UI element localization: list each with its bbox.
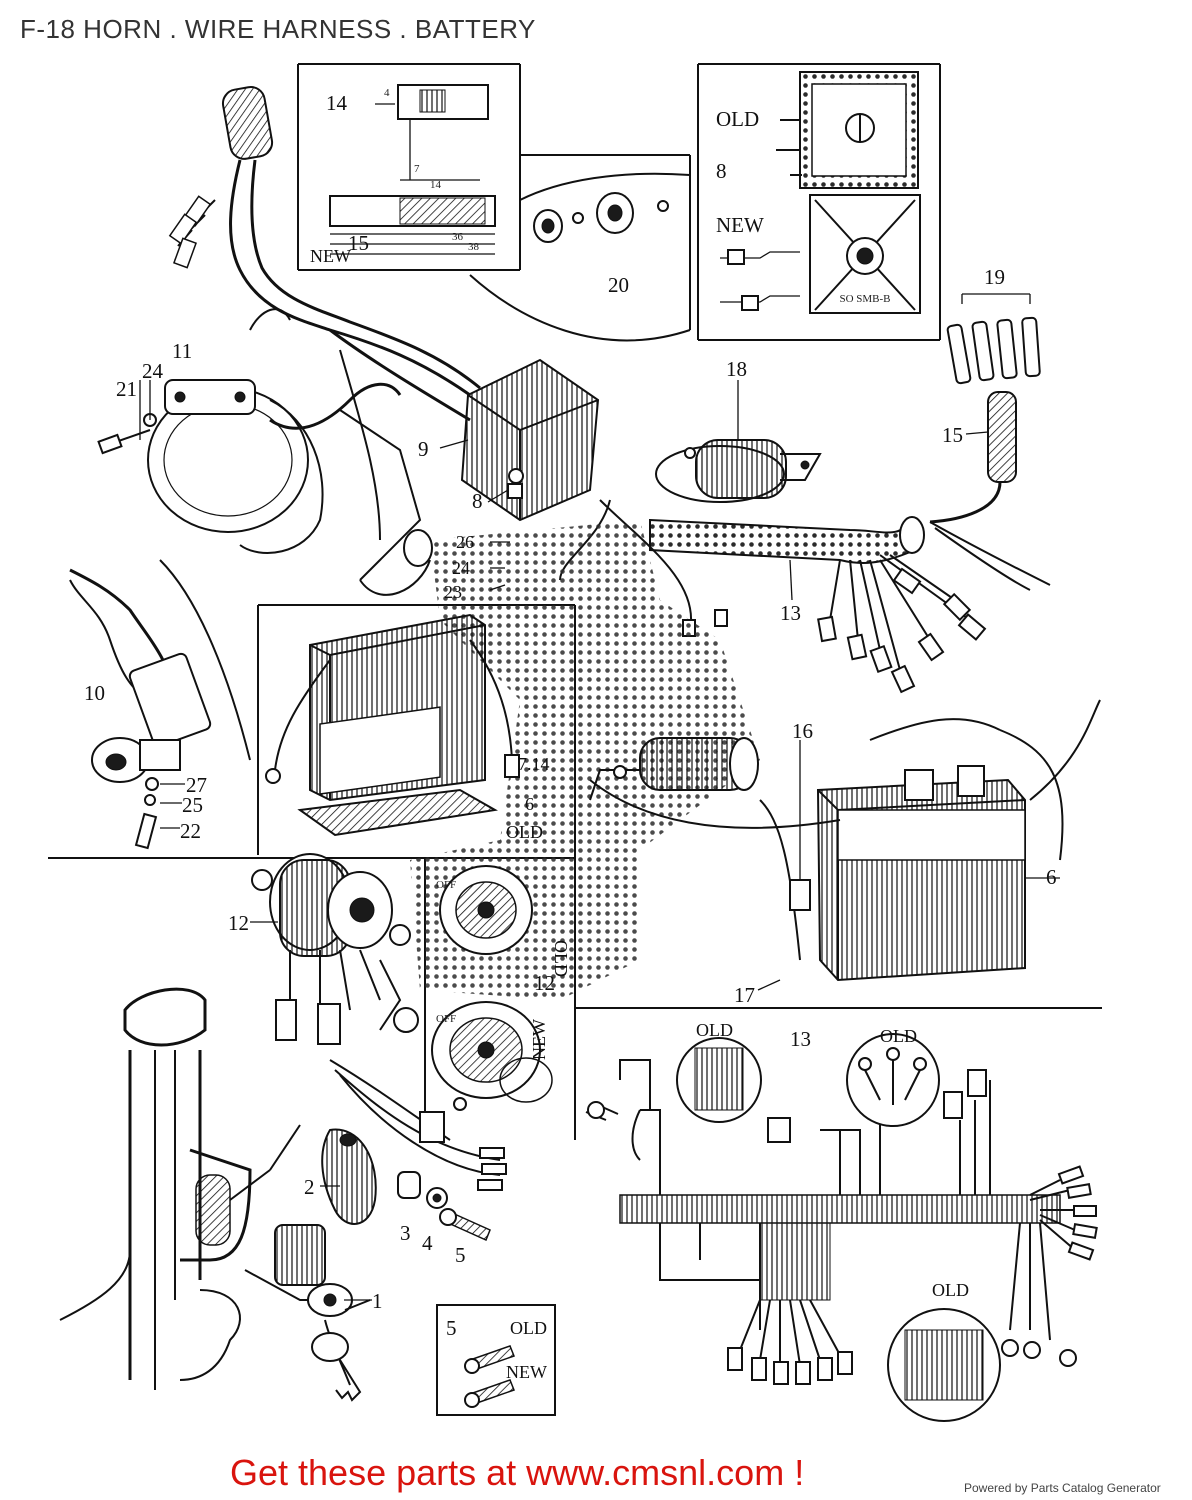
spare-fuses (946, 293, 1041, 385)
callout-6-old: 6 (525, 794, 534, 814)
callout-13: 13 (780, 601, 801, 625)
callout-20: 20 (608, 273, 629, 297)
callout-22: 22 (180, 819, 201, 843)
label-old-schematic-b: OLD (880, 1026, 917, 1046)
label-new-screw: NEW (506, 1362, 547, 1382)
callout-7-14: 7.14 (518, 754, 550, 774)
switch-detail (431, 865, 553, 1111)
callout-5: 5 (455, 1243, 466, 1267)
dim-4: 4 (384, 87, 390, 99)
dim-14: 14 (430, 179, 442, 191)
dim-38: 38 (468, 241, 480, 253)
callout-25: 25 (182, 793, 203, 817)
callout-15: 15 (942, 423, 963, 447)
battery-old (265, 613, 520, 837)
variant-labels: OLD NEW NEW OLD OFF OFF OLD NEW OLD OLD … (310, 107, 969, 1382)
callout-24: 24 (142, 359, 164, 383)
callout-16: 16 (792, 719, 813, 743)
callout-19: 19 (984, 265, 1005, 289)
callout-26: 26 (456, 532, 474, 552)
regulator-plate-text: SO SMB-B (839, 293, 890, 305)
callout-17: 17 (734, 983, 755, 1007)
callout-24-b: 24 (452, 558, 470, 578)
dim-7: 7 (414, 163, 420, 175)
starter-relay (589, 737, 759, 801)
callout-4: 4 (422, 1231, 433, 1255)
dimension-labels: 7 14 36 38 4 (384, 87, 480, 253)
label-old-switch: OLD (551, 940, 571, 977)
callout-3: 3 (400, 1221, 411, 1245)
callout-9: 9 (418, 437, 429, 461)
callout-15-detail: 15 (348, 231, 369, 255)
steering-lock (244, 1224, 371, 1402)
page-title: F-18 HORN . WIRE HARNESS . BATTERY (20, 14, 536, 44)
harness-connectors (817, 567, 987, 694)
harness-schematic (585, 1033, 1098, 1422)
fuse-dimension-detail (329, 84, 496, 255)
callout-10: 10 (84, 681, 105, 705)
label-old-schematic-a: OLD (696, 1020, 733, 1040)
powered-by-text: Powered by Parts Catalog Generator (964, 1481, 1161, 1495)
condenser (655, 439, 822, 503)
junction-box (460, 358, 600, 522)
screw-detail (436, 1304, 556, 1416)
battery-new (589, 699, 1101, 982)
label-new-fuse: NEW (310, 246, 351, 266)
callout-2: 2 (304, 1175, 315, 1199)
dim-36: 36 (452, 231, 464, 243)
leader-lines (139, 380, 1060, 1301)
label-new-switch: NEW (529, 1019, 549, 1060)
callout-5-detail: 5 (446, 1316, 457, 1340)
label-off-new: OFF (436, 1013, 456, 1025)
headstock (59, 987, 252, 1390)
lock-parts (229, 1124, 491, 1242)
promo-link-text[interactable]: Get these parts at www.cmsnl.com ! (230, 1452, 805, 1493)
frame-cover (469, 172, 691, 342)
label-old-screw: OLD (510, 1318, 547, 1338)
label-off-old: OFF (436, 879, 456, 891)
callout-21: 21 (116, 377, 137, 401)
label-new-regulator: NEW (716, 213, 764, 237)
regulator-detail: SO SMB-B (720, 71, 921, 314)
callout-1: 1 (372, 1289, 383, 1313)
callout-12-detail: 12 (534, 971, 555, 995)
callout-8: 8 (472, 489, 483, 513)
callout-27: 27 (186, 773, 207, 797)
callout-12: 12 (228, 911, 249, 935)
callout-labels: 1 2 3 4 5 5 6 6 7.14 8 8 9 10 11 12 12 1… (84, 91, 1057, 1340)
callout-11: 11 (172, 339, 192, 363)
callout-13-schematic: 13 (790, 1027, 811, 1051)
callout-23: 23 (444, 582, 462, 602)
horn (97, 379, 324, 554)
handlebar-grip (168, 86, 481, 397)
callout-8-detail: 8 (716, 159, 727, 183)
ignition-switch-12 (251, 853, 507, 1191)
label-old-regulator: OLD (716, 107, 759, 131)
ignition-switch-10 (69, 559, 251, 850)
fuse-holder (929, 391, 1051, 591)
main-harness (249, 308, 471, 596)
label-old-battery: OLD (506, 822, 543, 842)
callout-6: 6 (1046, 865, 1057, 889)
callout-18: 18 (726, 357, 747, 381)
callout-14: 14 (326, 91, 348, 115)
label-old-schematic-c: OLD (932, 1280, 969, 1300)
